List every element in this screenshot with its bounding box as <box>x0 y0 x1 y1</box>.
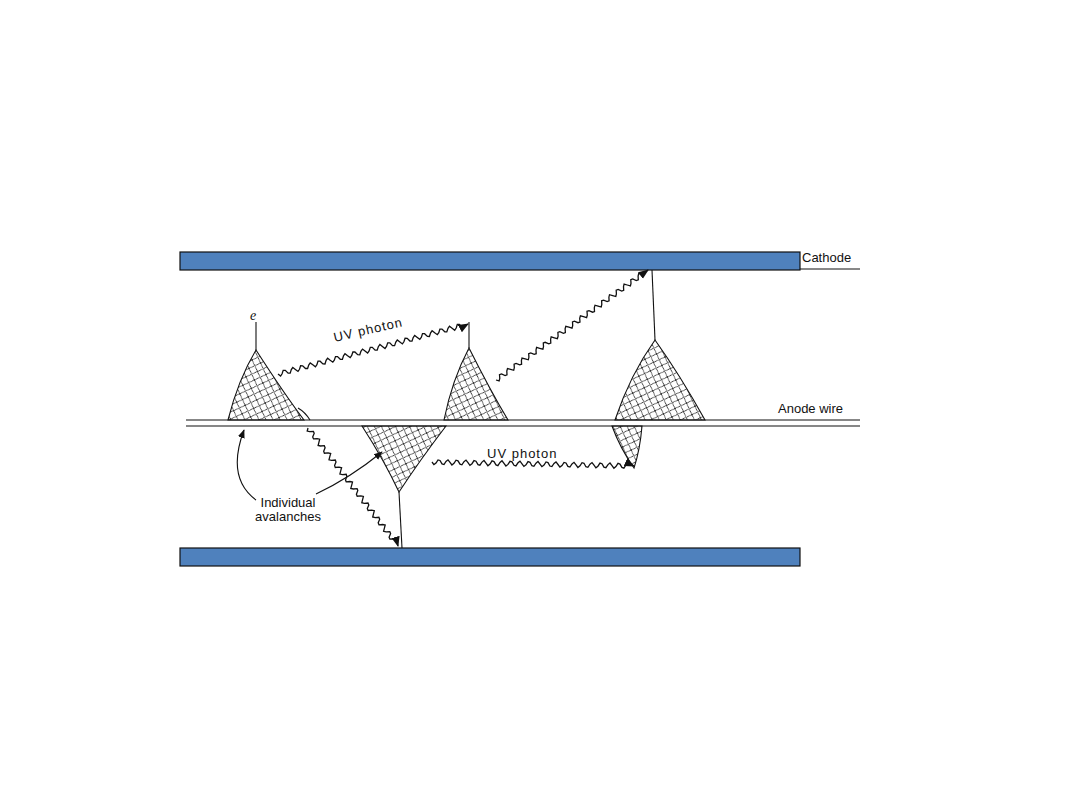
avalanche <box>228 350 304 420</box>
cathode-plate <box>180 252 800 270</box>
part-label: Cathode <box>802 251 851 265</box>
avalanche <box>615 340 705 420</box>
uv-photon <box>307 428 398 546</box>
avalanche <box>444 348 508 420</box>
uv-photon <box>432 460 634 468</box>
anode-wire <box>186 425 860 426</box>
uv-photons <box>278 270 648 546</box>
leader-arrow <box>237 430 256 500</box>
photon-label: UV photon <box>487 447 557 461</box>
uv-photon <box>496 270 648 381</box>
leader-arrow <box>316 452 382 494</box>
cathode-line <box>800 269 860 270</box>
photon-label: UV photon <box>332 315 404 345</box>
particle-label: e <box>250 308 256 323</box>
part-label: Anode wire <box>778 402 843 416</box>
avalanche <box>612 426 642 468</box>
avalanche <box>362 426 446 492</box>
cathode-plate <box>180 548 800 566</box>
note-label: Individual avalanches <box>246 496 330 525</box>
avalanches <box>228 270 705 548</box>
